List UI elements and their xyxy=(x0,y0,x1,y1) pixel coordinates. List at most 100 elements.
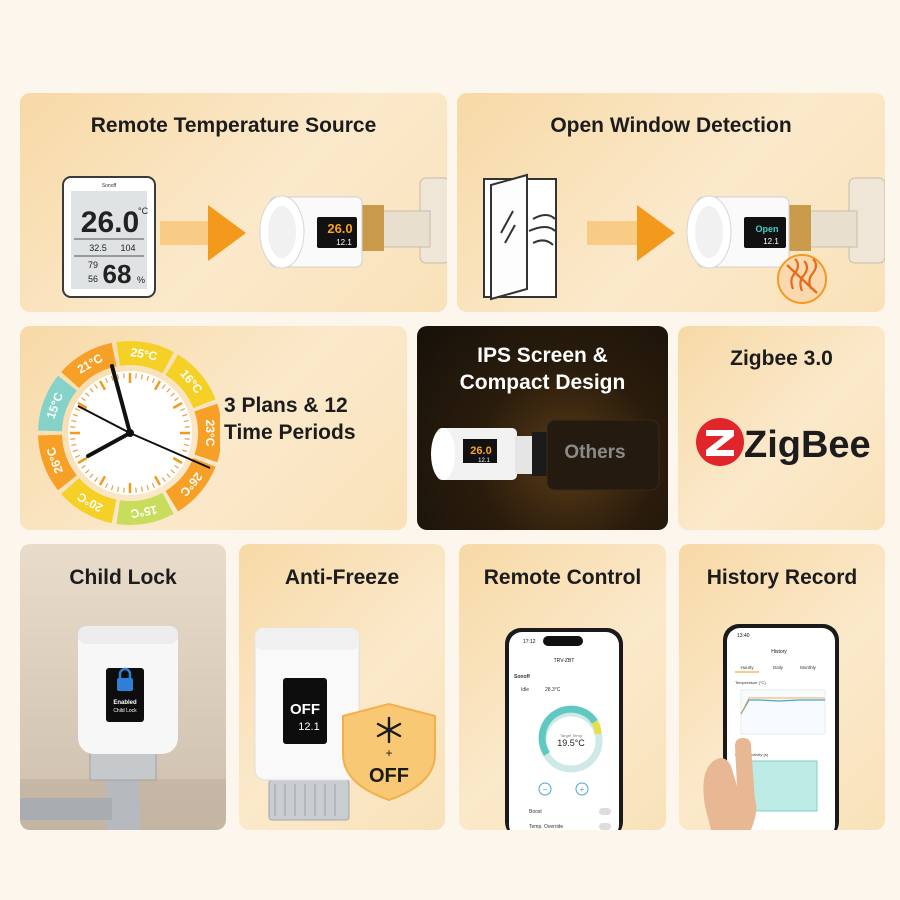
clock-tick xyxy=(166,388,171,393)
rc-current-temp: 28.3°C xyxy=(545,687,561,693)
hist-phone-time: 13:40 xyxy=(737,633,750,639)
rc-minus-label: − xyxy=(543,785,548,794)
clock-tick xyxy=(172,456,183,465)
clock-tick xyxy=(110,485,114,491)
card-title: Open Window Detection xyxy=(550,114,792,137)
clock-tick xyxy=(81,464,86,469)
clock-tick xyxy=(170,469,175,474)
freeze-badge-plus: + xyxy=(385,746,392,760)
schedule-segment xyxy=(61,342,117,388)
sensor-max: 32.5 xyxy=(89,243,107,253)
open-window-illustration: Open 12.1 xyxy=(483,173,885,304)
clock-tick xyxy=(182,413,188,417)
card-history-record: History Record 13:40 History Hourly Dail… xyxy=(679,544,885,830)
schedule-segment xyxy=(61,478,117,524)
heating-off-icon xyxy=(777,254,827,304)
anti-freeze-illustration: OFF 12.1 + OFF xyxy=(254,627,436,821)
clock-tick xyxy=(151,377,155,383)
sensor-min: 79 xyxy=(88,260,98,270)
thermostat-valve: Open 12.1 xyxy=(686,177,885,269)
clock-tick xyxy=(110,375,114,381)
clock-tick xyxy=(146,375,150,381)
rc-target-label: Target Temp xyxy=(560,733,583,738)
thermostat-valve: 26.0 12.1 xyxy=(259,177,447,269)
rc-boost-toggle[interactable] xyxy=(599,808,611,815)
hist-tab-daily: Daily xyxy=(773,665,784,670)
rc-plus-button[interactable] xyxy=(575,782,589,796)
schedule-clock: 25°C16°C23°C26°C15°C20°C26°C15°C21°C xyxy=(38,341,220,525)
sensor-temperature: 26.0 xyxy=(81,206,139,239)
schedule-segment-label: 25°C xyxy=(129,345,158,364)
child-lock-illustration: Enabled Child Lock xyxy=(20,626,226,830)
ips-title-line2: Compact Design xyxy=(459,371,626,394)
schedule-segment xyxy=(38,434,77,491)
freeze-display-off: OFF xyxy=(290,701,320,718)
clock-tick xyxy=(172,401,183,410)
clock-tick xyxy=(74,408,80,412)
sensor-min2: 56 xyxy=(88,274,98,284)
card-anti-freeze: Anti-Freeze OFF 12.1 + OFF xyxy=(239,544,445,830)
card-title: History Record xyxy=(706,566,858,589)
arrow-right-icon xyxy=(587,205,675,261)
rc-override-toggle[interactable] xyxy=(599,823,611,830)
trv-display-temp: 26.0 xyxy=(327,221,352,236)
clock-tick xyxy=(105,483,109,489)
hist-screen-title: History xyxy=(771,649,787,655)
card-zigbee: Zigbee 3.0 ZigBee xyxy=(678,326,885,530)
clock-tick xyxy=(94,477,99,482)
rc-target-temp: 19.5°C xyxy=(557,738,585,748)
clock-tick xyxy=(85,469,90,474)
clock-tick xyxy=(71,419,77,423)
freeze-display-sub: 12.1 xyxy=(298,721,319,733)
schedule-segment xyxy=(38,375,77,432)
card-title: Remote Temperature Source xyxy=(90,114,377,137)
clock-tick xyxy=(135,487,137,493)
clock-tick xyxy=(183,419,189,423)
clock-tick xyxy=(123,487,125,493)
rc-status: Idle xyxy=(521,687,529,693)
schedule-segment xyxy=(116,341,174,374)
clock-tick xyxy=(140,486,144,492)
compact-trv: 26.0 12.1 xyxy=(431,428,535,480)
schedule-ring: 25°C16°C23°C26°C15°C20°C26°C15°C21°C xyxy=(38,341,220,525)
trv-display-sub: 12.1 xyxy=(336,238,352,247)
trv-display-sub: 12.1 xyxy=(763,237,779,246)
rc-minus-button[interactable] xyxy=(538,782,552,796)
rc-brand: Sonoff xyxy=(514,674,530,680)
rc-row-boost: Boost xyxy=(529,809,542,815)
plans-label-line1: 3 Plans & 12 xyxy=(224,394,348,417)
schedule-segment-label: 23°C xyxy=(203,420,217,447)
card-remote-control: Remote Control 17:12 TRV-ZBT Sonoff Idle… xyxy=(459,544,666,830)
hist-chart1-label: Temperature (°C) xyxy=(735,680,766,685)
window-icon xyxy=(483,173,557,301)
rc-row-override: Temp. Override xyxy=(529,824,563,830)
card-child-lock: Child Lock Enabled Child Lock xyxy=(20,544,226,830)
clock-tick xyxy=(123,373,125,379)
ips-trv-display: 26.0 xyxy=(470,445,491,457)
clock-tick xyxy=(72,413,78,417)
clock-tick xyxy=(184,438,190,440)
clock-tick xyxy=(153,380,162,391)
card-ips-screen: IPS Screen & Compact Design 26.0 12.1 Ot… xyxy=(417,326,668,530)
clock-hour-hand xyxy=(110,364,132,435)
clock-tick xyxy=(183,443,189,447)
card-title: Child Lock xyxy=(69,566,177,589)
clock-tick xyxy=(89,388,94,393)
clock-tick xyxy=(98,380,107,391)
ips-comparison: 26.0 12.1 Others xyxy=(431,419,660,491)
zigbee-logo-text: ZigBee xyxy=(744,424,871,466)
clock-tick xyxy=(161,477,166,482)
freeze-badge: + OFF xyxy=(342,702,436,802)
clock-tick xyxy=(85,392,90,397)
card-remote-temperature-source: Remote Temperature Source Sonoff 26.0 °C… xyxy=(20,93,447,312)
arrow-right-icon xyxy=(160,205,246,261)
clock-tick xyxy=(72,449,78,453)
clock-tick xyxy=(116,374,120,380)
other-trv: Others xyxy=(532,419,660,491)
others-label: Others xyxy=(564,442,625,463)
card-title: Zigbee 3.0 xyxy=(730,347,833,370)
clock-ticks xyxy=(70,373,190,493)
clock-tick xyxy=(135,373,137,379)
phone-history: 13:40 History Hourly Daily Monthly Tempe… xyxy=(703,624,839,830)
